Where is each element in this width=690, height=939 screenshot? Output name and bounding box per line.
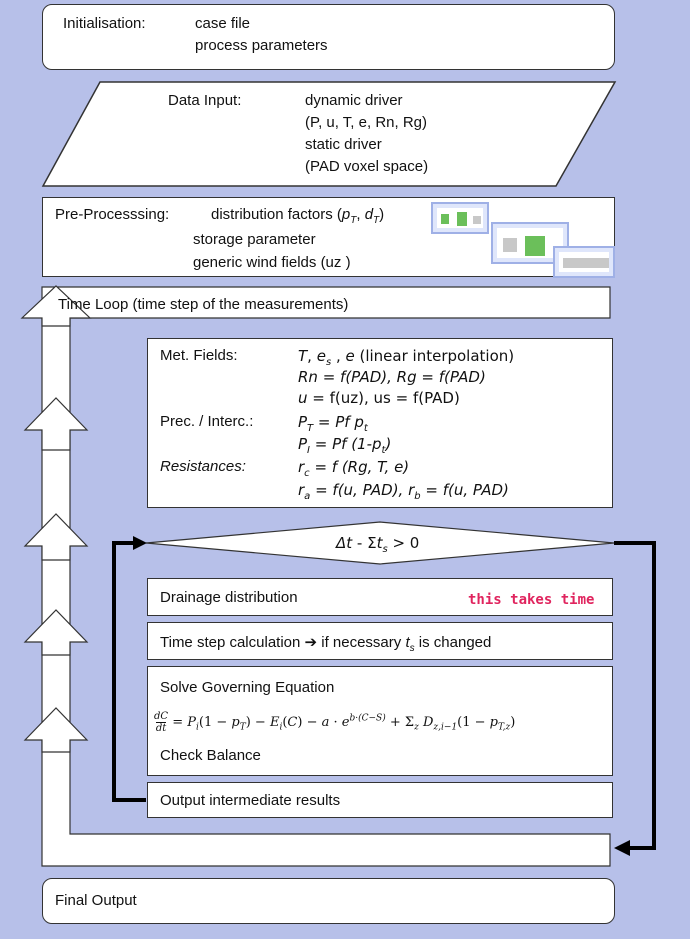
up-arrow-icon	[23, 707, 89, 753]
check-balance-label: Check Balance	[160, 747, 261, 764]
final-output-label: Final Output	[55, 892, 137, 909]
res-line2: ra = f(u, PAD), rb = f(u, PAD)	[298, 481, 509, 502]
case-file-text: case file	[195, 15, 251, 32]
storage-parameter-text: storage parameter	[193, 231, 316, 248]
met-fields-line2: Rn = f(PAD), Rg = f(PAD)	[298, 368, 486, 386]
thumbnail-image	[431, 202, 489, 234]
dynamic-driver-vars: (P, u, T, e, Rn, Rg)	[305, 114, 427, 131]
solve-label: Solve Governing Equation	[160, 679, 335, 696]
prec-interc-label: Prec. / Interc.:	[160, 413, 254, 430]
timestep-label: Time step calculation ➔ if necessary ts …	[160, 634, 492, 654]
met-fields-line1: T, es , e (linear interpolation)	[298, 347, 515, 368]
output-intermediate-label: Output intermediate results	[160, 792, 341, 809]
dynamic-driver-text: dynamic driver	[305, 92, 403, 109]
drainage-label: Drainage distribution	[160, 589, 298, 606]
preprocessing-box: Pre-Processsing: distribution factors (p…	[42, 197, 615, 278]
data-input-label: Data Input:	[168, 92, 242, 109]
initialisation-label: Initialisation:	[63, 15, 146, 32]
time-loop-frame	[41, 286, 611, 867]
time-loop-label: Time Loop (time step of the measurements…	[58, 296, 349, 313]
pad-voxel-text: (PAD voxel space)	[305, 158, 429, 175]
met-fields-label: Met. Fields:	[160, 347, 238, 364]
distribution-factors-text: distribution factors (pT, dT)	[211, 206, 385, 226]
data-input-shape	[41, 81, 617, 187]
prec-line2: PI = Pf (1-pt)	[298, 435, 392, 456]
decision-label: Δt - Σts > 0	[336, 534, 420, 555]
static-driver-text: static driver	[305, 136, 382, 153]
drainage-box: Drainage distribution this takes time	[147, 578, 613, 616]
resistances-label: Resistances:	[160, 458, 246, 475]
prec-line1: PT = Pf pt	[298, 413, 368, 434]
up-arrow-icon	[23, 397, 89, 451]
preprocessing-label: Pre-Processsing:	[55, 206, 170, 223]
process-parameters-text: process parameters	[195, 37, 328, 54]
up-arrow-icon	[20, 285, 92, 327]
exit-loop-arrowhead	[614, 840, 630, 856]
timestep-box: Time step calculation ➔ if necessary ts …	[147, 622, 613, 660]
fields-box: Met. Fields: T, es , e (linear interpola…	[147, 338, 613, 508]
exit-loop-line	[614, 541, 656, 850]
inner-loop-arrowhead	[133, 536, 147, 550]
met-fields-line3: u = f(uz), us = f(PAD)	[298, 389, 460, 407]
output-intermediate-box: Output intermediate results	[147, 782, 613, 818]
drainage-note: this takes time	[468, 592, 595, 608]
final-output-box: Final Output	[42, 878, 615, 924]
up-arrow-icon	[23, 609, 89, 656]
inner-loop-line	[112, 541, 146, 802]
thumbnail-image	[553, 246, 615, 278]
up-arrow-icon	[23, 513, 89, 561]
generic-wind-fields-text: generic wind fields (uz )	[193, 254, 351, 271]
initialisation-box: Initialisation: case file process parame…	[42, 4, 615, 70]
res-line1: rc = f (Rg, T, e)	[298, 458, 410, 479]
